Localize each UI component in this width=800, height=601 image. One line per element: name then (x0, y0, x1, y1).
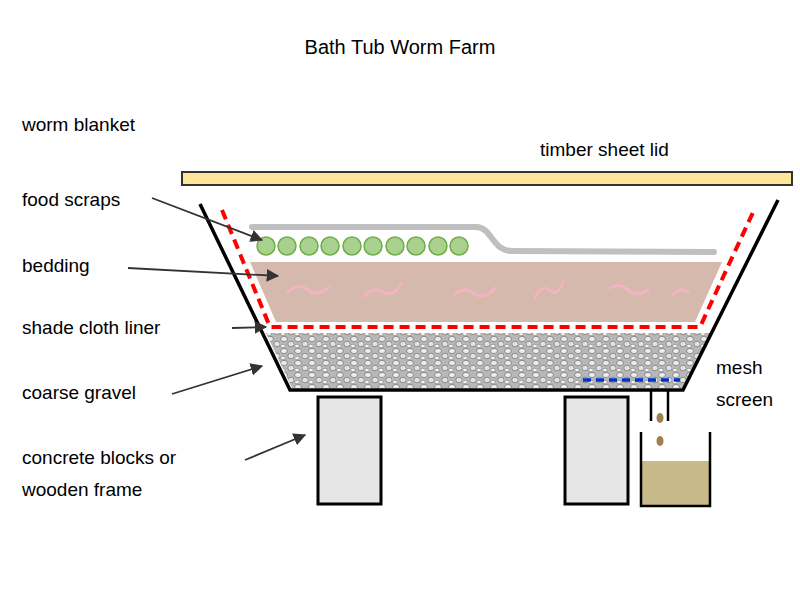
leachate (642, 461, 709, 505)
support-block (318, 397, 381, 504)
label-wrap: worm blanket (22, 113, 222, 137)
timber-lid (182, 172, 792, 185)
support-block (565, 397, 628, 504)
label-wrap: timber sheet lid (540, 138, 740, 162)
worm-blanket (252, 227, 714, 252)
part-label: mesh screen (716, 352, 794, 416)
part-label: worm blanket (22, 113, 222, 137)
gravel-layer (266, 333, 711, 388)
title-wrap: Bath Tub Worm Farm (0, 35, 800, 59)
label-wrap: concrete blocks or wooden frame (22, 442, 200, 506)
label-wrap: mesh screen (716, 352, 794, 416)
part-label: coarse gravel (22, 381, 172, 405)
label-wrap: food scraps (22, 188, 162, 212)
bedding-layer (250, 262, 722, 322)
food-scraps (257, 237, 468, 255)
worms (288, 282, 688, 298)
label-wrap: bedding (22, 254, 132, 278)
part-label: bedding (22, 254, 132, 278)
diagram-title: Bath Tub Worm Farm (0, 35, 800, 59)
bucket (641, 432, 710, 506)
part-label: food scraps (22, 188, 162, 212)
mesh-screen (583, 378, 680, 382)
bath-tub (200, 200, 778, 390)
drips (657, 413, 664, 446)
part-label: shade cloth liner (22, 316, 222, 340)
label-wrap: shade cloth liner (22, 316, 222, 340)
part-label: timber sheet lid (540, 138, 740, 162)
shade-cloth-liner (222, 208, 755, 327)
label-wrap: coarse gravel (22, 381, 172, 405)
part-label: concrete blocks or wooden frame (22, 442, 200, 506)
